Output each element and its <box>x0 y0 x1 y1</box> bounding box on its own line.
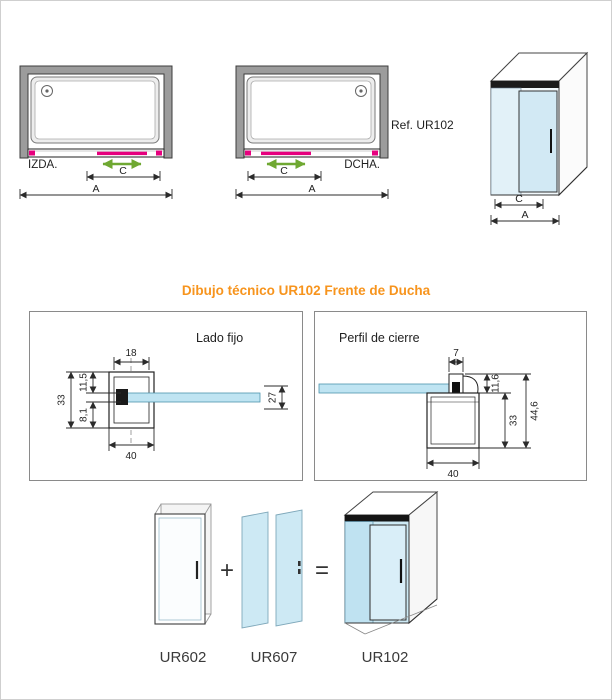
walls <box>19 65 173 159</box>
dim-label-33: 33 <box>57 394 68 406</box>
dim-label-18: 18 <box>125 348 137 359</box>
dim-label-a: A <box>308 183 315 195</box>
iso-view-drawing: Ref. UR102 C <box>391 51 589 225</box>
component-ur602 <box>147 501 219 637</box>
plan-view-left-drawing: IZDA. C A <box>19 65 173 199</box>
component-label-ur602: UR602 <box>159 649 207 666</box>
door-track <box>243 148 381 158</box>
dimension-27 <box>264 385 288 410</box>
plan-view-right: DCHA. C A <box>233 63 391 211</box>
dimension-a <box>490 215 560 225</box>
fixed-glass <box>344 521 374 624</box>
bottom-profile <box>426 392 480 449</box>
detail-box-perfil-cierre: Perfil de cierre 7 <box>314 311 587 481</box>
dim-label-c: C <box>280 165 288 177</box>
lado-fijo-drawing: Lado fijo 18 11,5 <box>57 331 288 462</box>
section-label: Lado fijo <box>196 331 243 345</box>
end-cap-left <box>29 150 35 156</box>
fitting-mark-1 <box>298 561 301 566</box>
dimension-18 <box>113 357 150 370</box>
technical-title: Dibujo técnico UR102 Frente de Ducha <box>181 283 431 298</box>
glass-panel-1 <box>241 511 269 629</box>
walls <box>235 65 389 159</box>
door-track <box>27 148 165 158</box>
dim-label-44-6: 44,6 <box>530 401 541 421</box>
enclosure-box <box>489 51 589 197</box>
sliding-panel <box>261 151 311 156</box>
ur602-drawing <box>154 503 212 625</box>
drain-center <box>45 89 49 93</box>
dim-label-a: A <box>92 183 99 195</box>
dimension-c <box>86 171 161 181</box>
dim-label-33: 33 <box>509 415 520 427</box>
dim-label-c: C <box>515 193 523 205</box>
dimension-33 <box>66 371 109 429</box>
dim-label-7: 7 <box>453 348 459 359</box>
equals-sign: = <box>315 557 330 584</box>
plan-right-label: DCHA. <box>344 159 380 171</box>
iso-view: Ref. UR102 C <box>389 37 599 242</box>
component-label-ur102: UR102 <box>361 649 409 666</box>
dim-label-11-5: 11,5 <box>79 373 90 392</box>
sliding-panel <box>97 151 147 156</box>
plan-view-left: IZDA. C A <box>17 63 175 211</box>
dimension-c <box>247 171 322 181</box>
end-cap-right <box>372 150 378 156</box>
ur607-drawing <box>241 509 303 629</box>
end-cap-left <box>245 150 251 156</box>
dimension-40 <box>108 428 155 451</box>
dimension-c <box>494 199 544 209</box>
shower-tray <box>30 76 160 144</box>
clamp-block <box>116 389 128 405</box>
front-door <box>490 80 588 196</box>
dimension-a <box>235 189 389 199</box>
plan-left-label: IZDA. <box>28 159 57 171</box>
perfil-cierre-drawing: Perfil de cierre 7 <box>318 331 541 480</box>
plan-view-right-drawing: DCHA. C A <box>235 65 389 199</box>
dimension-a <box>19 189 173 199</box>
glass-panel-2 <box>275 509 303 627</box>
drain-center <box>359 89 363 93</box>
header-profile <box>491 81 559 88</box>
dim-label-27: 27 <box>268 392 279 404</box>
dimension-33 <box>479 392 511 449</box>
section-label: Perfil de cierre <box>339 331 420 345</box>
dimension-44-6 <box>493 373 531 449</box>
dim-label-8-1: 8,1 <box>79 408 90 422</box>
ur102-drawing <box>343 490 439 635</box>
glass-panel <box>318 383 454 394</box>
ref-label: Ref. UR102 <box>391 118 454 132</box>
dimension-40 <box>426 448 480 469</box>
dim-label-a: A <box>521 209 528 221</box>
dimension-8-1 <box>86 401 121 429</box>
end-cap-right <box>156 150 162 156</box>
plus-sign: + <box>220 557 235 584</box>
dim-label-11-6: 11,6 <box>491 374 502 393</box>
dim-label-40: 40 <box>447 469 459 480</box>
fixed-glass <box>490 87 522 196</box>
detail-box-lado-fijo: Lado fijo 18 11,5 <box>29 311 303 481</box>
component-ur102 <box>339 487 451 645</box>
glass-panel <box>120 392 261 403</box>
header-profile <box>345 515 409 522</box>
shower-tray <box>246 76 376 144</box>
fitting-mark-2 <box>298 569 301 574</box>
component-label-ur607: UR607 <box>250 649 298 666</box>
dim-label-40: 40 <box>125 451 137 462</box>
dim-label-c: C <box>119 165 127 177</box>
component-ur607 <box>239 507 309 629</box>
dimension-7 <box>448 357 464 372</box>
